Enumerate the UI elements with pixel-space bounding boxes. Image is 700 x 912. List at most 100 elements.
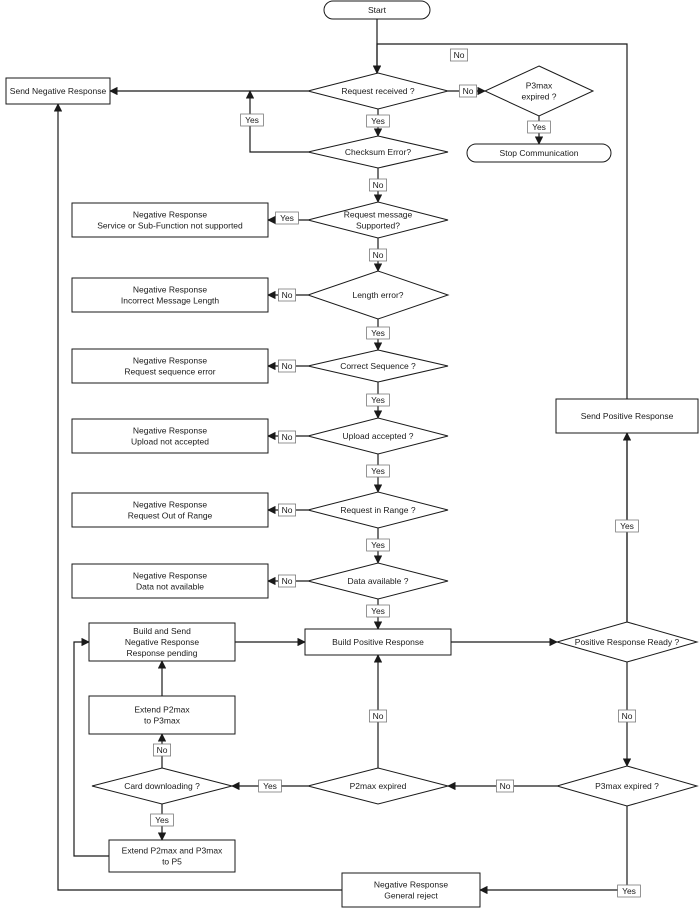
node-text: Positive Response Ready ? [575,637,680,647]
edge-label-text: Yes [280,213,294,223]
node-text: Negative Response [125,637,199,647]
edge-label-yes: Yes [240,113,264,127]
node-data-available: Data available ? [307,562,449,600]
node-text: Send Positive Response [581,411,674,421]
node-checksum-error: Checksum Error? [307,135,449,169]
node-send-negative-response: Send Negative Response [5,77,111,105]
edge-label-no: No [368,248,387,262]
edge-label-text: No [373,180,384,190]
node-text: Request sequence error [124,367,215,377]
connector-arrow [53,103,342,891]
edge-label-text: No [282,361,293,371]
edge-label-text: No [282,576,293,586]
edge-label-text: Yes [371,540,385,550]
node-text: Negative Response [133,356,207,366]
edge-label-no: No [495,779,514,793]
edge-label-text: Yes [620,521,634,531]
node-request-in-range: Request in Range ? [307,491,449,529]
edge-label-yes: Yes [366,114,390,128]
edge-label-no: No [152,743,171,757]
edge-label-text: No [282,432,293,442]
node-positive-response-ready: Positive Response Ready ? [555,621,699,663]
edge-label-text: No [500,781,511,791]
edge-label-yes: Yes [617,884,641,898]
node-text: Data available ? [348,576,409,586]
edge-label-yes: Yes [366,393,390,407]
node-text: to P3max [144,716,181,726]
edge-label-text: Yes [371,466,385,476]
edge-label-yes: Yes [366,604,390,618]
node-text: Build Positive Response [332,637,424,647]
node-length-error: Length error? [306,270,450,320]
edge-label-yes: Yes [615,519,639,533]
edge-label-yes: Yes [366,464,390,478]
edge-label-yes: Yes [275,211,299,225]
node-text: Data not available [136,582,204,592]
edge-label-text: Yes [245,115,259,125]
node-p2max-expired: P2max expired [307,767,449,805]
edge-label-text: No [463,86,474,96]
edge-label-no: No [618,709,637,723]
node-send-positive-response: Send Positive Response [555,398,699,434]
node-text: Supported? [356,221,400,231]
edge-label-text: No [282,290,293,300]
edge-label-yes: Yes [366,538,390,552]
edge-label-no: No [368,178,387,192]
node-text: Start [368,5,387,15]
edge-label-no: No [277,288,296,302]
node-request-received: Request received ? [307,72,449,110]
node-text: Request message [344,210,413,220]
edge-label-no: No [277,359,296,373]
edge-label-text: Yes [371,116,385,126]
edge-label-no: No [277,430,296,444]
edge-label-no: No [449,48,468,62]
node-text: Send Negative Response [10,86,107,96]
node-text: Card downloading ? [124,781,200,791]
node-upload-accepted: Upload accepted ? [307,417,449,455]
node-text: Extend P2max [134,705,190,715]
edge-label-yes: Yes [150,813,174,827]
node-text: Request received ? [341,86,415,96]
node-p3max-expired-bottom: P3max expired ? [555,765,699,807]
node-text: Build and Send [133,626,191,636]
connector-arrow [372,43,628,628]
node-text: P2max expired [350,781,407,791]
node-text: P3max expired ? [595,781,659,791]
edge-label-text: No [157,745,168,755]
edge-label-text: Yes [371,606,385,616]
edge-label-no: No [368,709,387,723]
node-text: Request Out of Range [128,511,213,521]
edge-label-text: No [282,505,293,515]
edge-label-text: No [373,711,384,721]
edge-label-text: Yes [532,122,546,132]
node-text: P3max [526,81,553,91]
node-correct-sequence: Correct Sequence ? [307,349,449,383]
node-text: Negative Response [133,500,207,510]
node-text: Upload not accepted [131,437,209,447]
node-text: to P5 [162,857,182,867]
node-start: Start [323,0,431,20]
edge-label-text: Yes [371,328,385,338]
edge-label-text: No [454,50,465,60]
flow-edge-labels: NoNoYesYesYesNoYesNoNoYesNoYesNoYesNoYes… [150,48,641,898]
node-text: Upload accepted ? [343,431,414,441]
edge-label-no: No [458,84,477,98]
node-text: Length error? [352,290,403,300]
node-text: Correct Sequence ? [340,361,416,371]
node-text: expired ? [522,92,557,102]
node-text: Extend P2max and P3max [122,846,223,856]
connector-arrow [245,90,308,153]
